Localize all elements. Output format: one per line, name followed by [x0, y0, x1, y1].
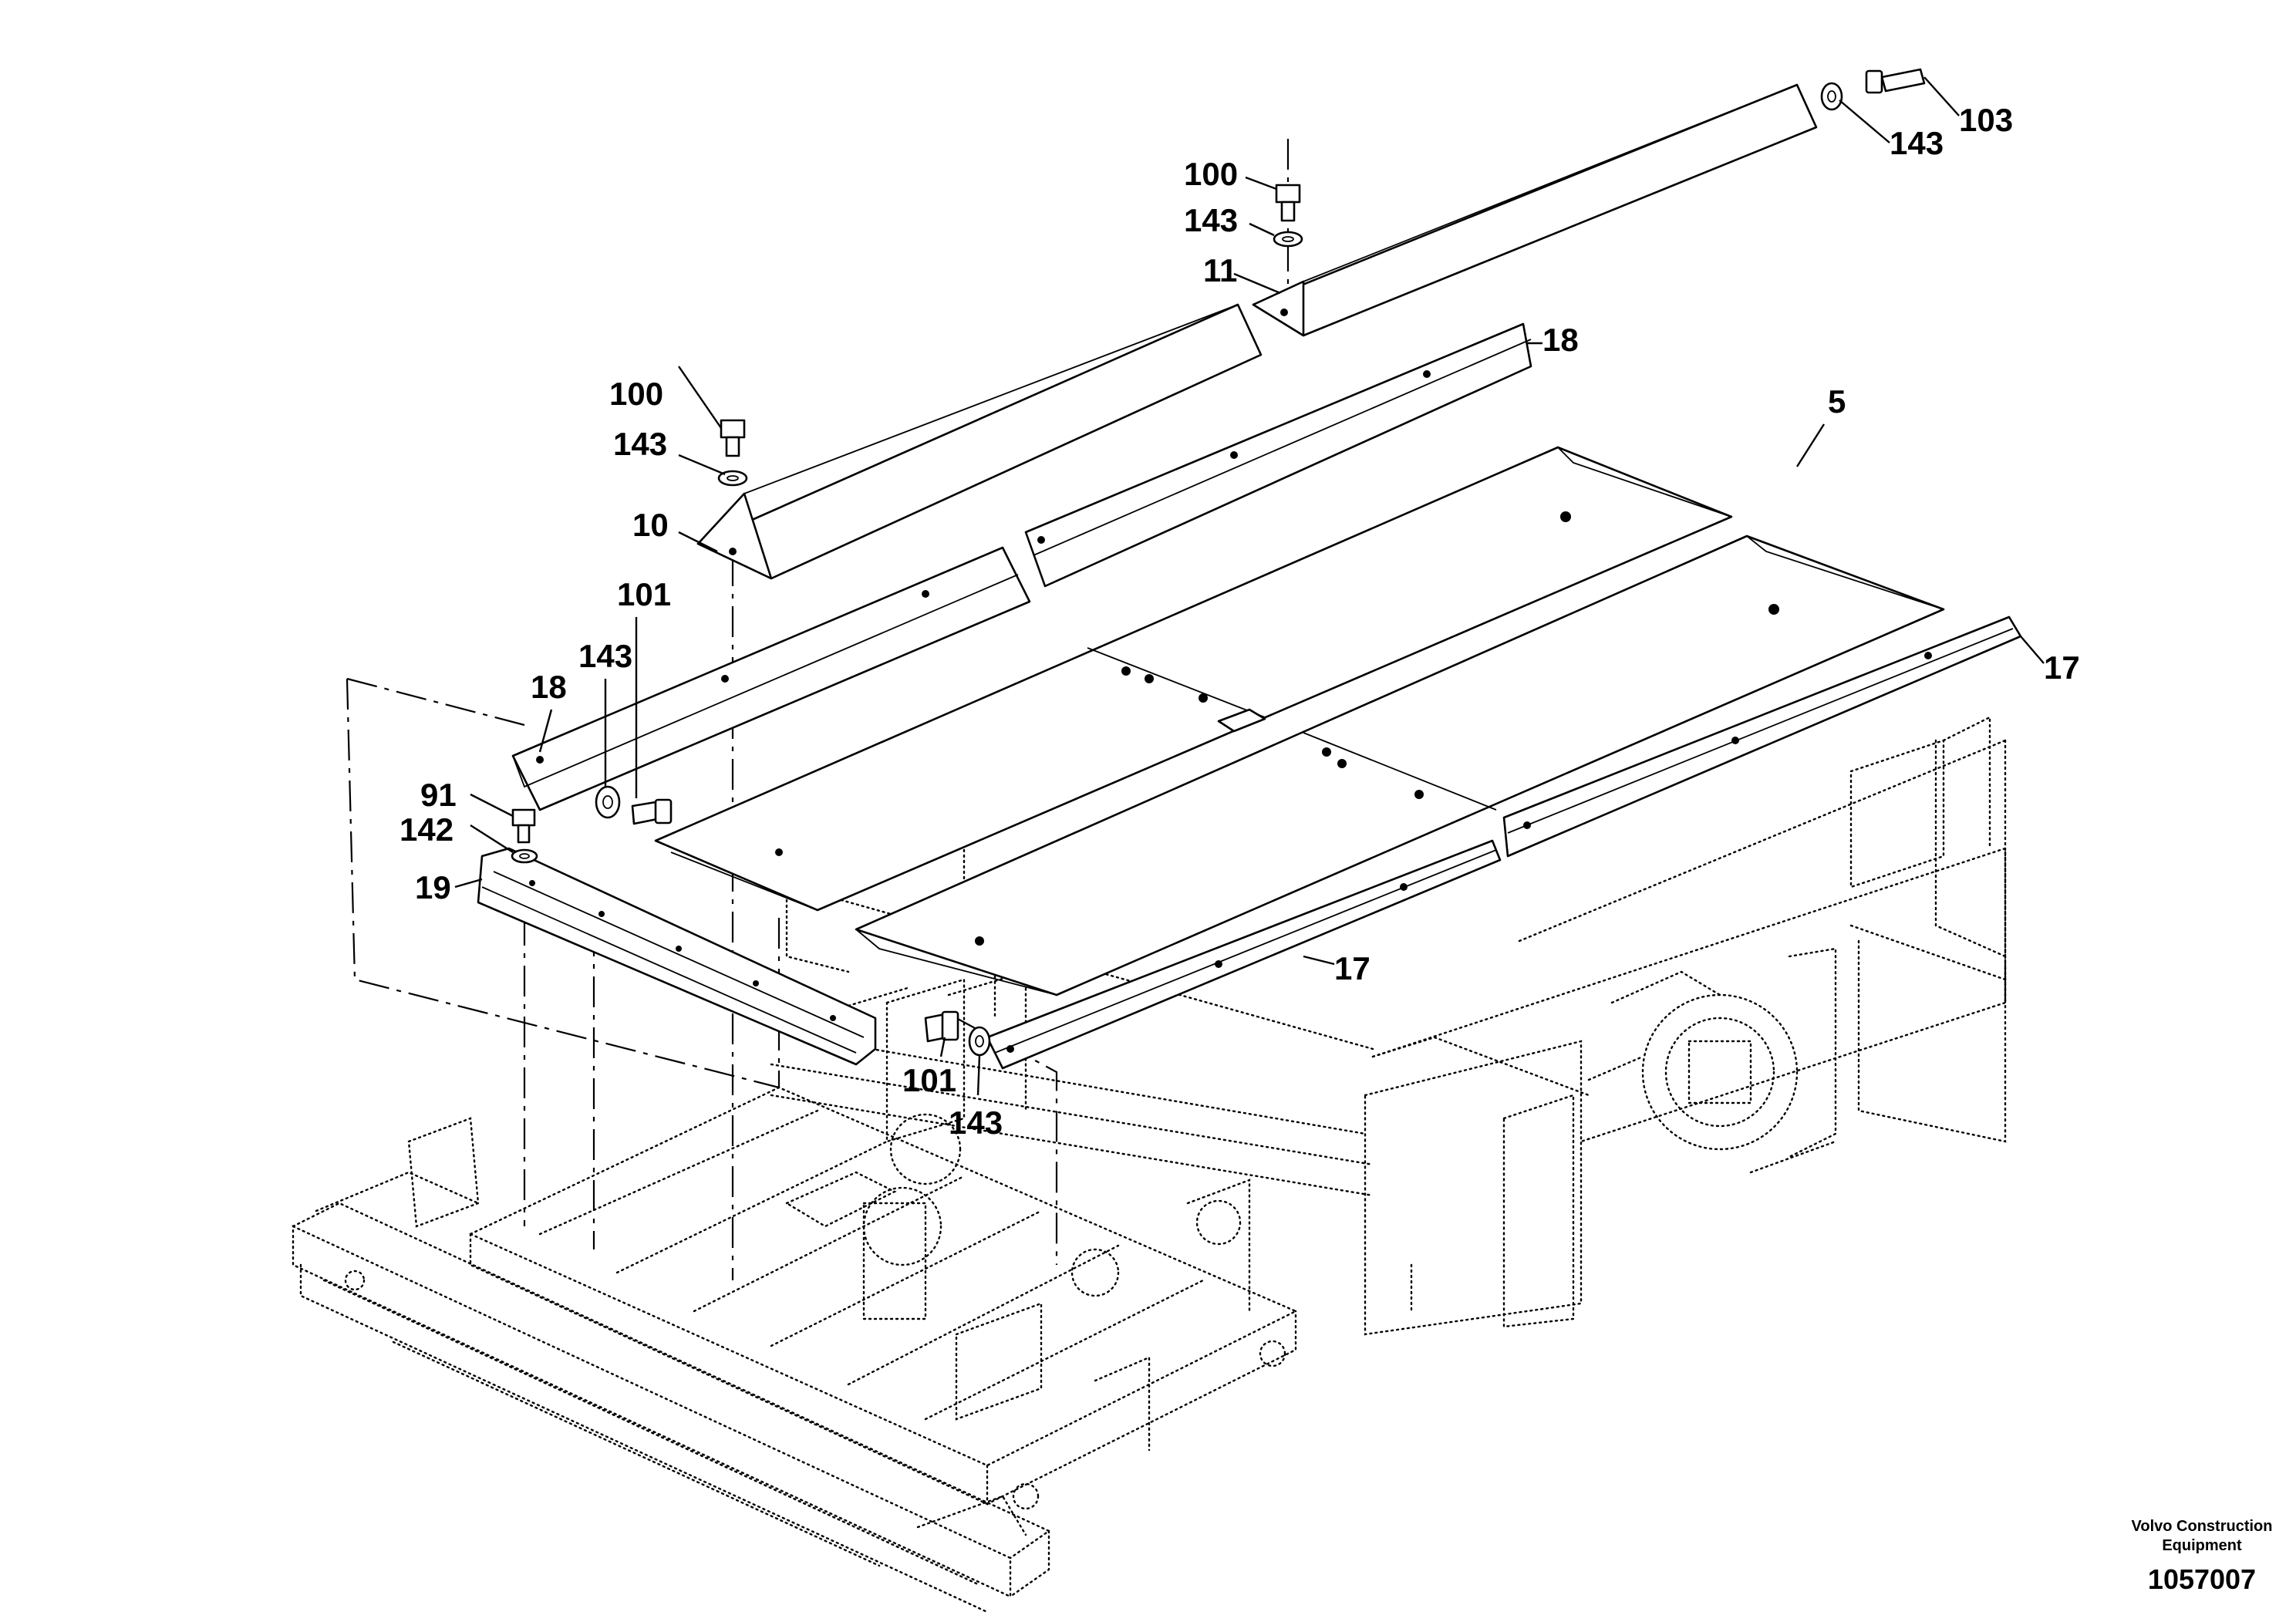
part-18-right-rail [1024, 322, 1532, 588]
callout-19: 19 [415, 869, 451, 905]
company-name-line2: Equipment [2162, 1537, 2242, 1554]
fasteners [511, 68, 1926, 1057]
company-name-line1: Volvo Construction [2132, 1518, 2273, 1535]
callout-142: 142 [400, 811, 453, 848]
callout-143-bottom: 143 [949, 1104, 1003, 1141]
base-frame [292, 716, 2007, 1614]
callout-10: 10 [632, 507, 669, 543]
part-5-floor-plates [654, 446, 1945, 996]
callout-18-right: 18 [1542, 322, 1579, 358]
callout-143-lower: 143 [613, 426, 667, 462]
callout-143-mid: 143 [578, 638, 632, 674]
part-18-left-rail [511, 546, 1031, 811]
callout-101-lower: 101 [902, 1062, 956, 1098]
figure-number: 1057007 [2148, 1563, 2256, 1595]
part-10-cover [696, 303, 1263, 580]
callout-100-upper: 100 [1184, 156, 1238, 192]
callout-labels: 103 143 100 143 11 18 100 143 10 5 101 1… [400, 102, 2080, 1141]
leader-lines [454, 76, 2045, 1096]
callout-17-lower: 17 [1334, 950, 1371, 986]
callout-143-upper: 143 [1184, 202, 1238, 238]
callout-103: 103 [1959, 102, 2013, 138]
callout-100-lower: 100 [609, 376, 663, 412]
callout-11: 11 [1203, 252, 1237, 288]
callout-91: 91 [420, 777, 457, 813]
callout-18-left: 18 [531, 669, 567, 705]
callout-5: 5 [1828, 383, 1846, 420]
part-19-bar [477, 847, 877, 1066]
callout-17-right: 17 [2044, 649, 2080, 686]
callout-143-topright: 143 [1890, 125, 1944, 161]
footer-block: Volvo Construction Equipment 1057007 [2132, 1518, 2273, 1595]
part-11-cover [1252, 83, 1818, 337]
callout-101-upper: 101 [617, 576, 671, 612]
